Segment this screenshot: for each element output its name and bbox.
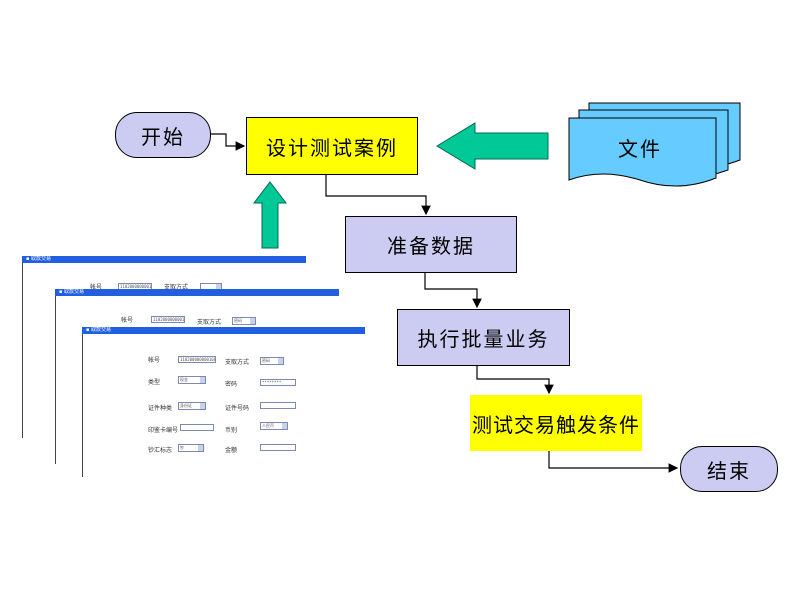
file-document-label-box: 文件 (600, 128, 680, 166)
start-label: 开始 (141, 124, 185, 149)
field-label-method: 支取方式 (164, 284, 189, 291)
field-select-method[interactable]: 密码 (260, 357, 284, 365)
form-window-front: ▪ 取款交易 帐号 1102000000001000 支取方式 密码 类型 现金… (82, 327, 365, 477)
file-label: 文件 (618, 136, 662, 161)
trigger-condition-label: 测试交易触发条件 (472, 412, 640, 437)
document-stack-shape (568, 102, 741, 187)
connector-start-to-design (211, 133, 246, 151)
field-select-type[interactable]: 现金 (178, 376, 206, 384)
trigger-condition-box: 测试交易触发条件 (470, 395, 642, 451)
connector-design-to-prepare (325, 175, 431, 216)
end-terminal: 结束 (680, 446, 778, 492)
start-terminal: 开始 (115, 112, 211, 158)
field-select-currency[interactable]: 人民币 (260, 422, 288, 430)
window-edge (82, 334, 83, 477)
form-window-titlebar: ▪ 取款交易 (55, 289, 339, 296)
block-arrow-from-file (436, 122, 549, 170)
end-label: 结束 (707, 458, 751, 483)
field-label-card: 印鉴卡编号 (148, 427, 179, 434)
execute-batch-label: 执行批量业务 (417, 327, 550, 351)
field-label-currency: 币别 (225, 427, 238, 434)
form-window-titlebar: ▪ 取款交易 (82, 327, 365, 334)
field-label-account: 帐号 (121, 317, 134, 324)
window-edge (55, 296, 56, 464)
form-window-titlebar: ▪ 取款交易 (22, 256, 306, 263)
field-label-account: 帐号 (90, 284, 103, 291)
field-label-cashflag: 钞汇标志 (148, 447, 173, 454)
field-label-idtype: 证件种类 (148, 405, 173, 412)
field-input-password[interactable]: ******** (260, 379, 296, 386)
prepare-data-label: 准备数据 (387, 234, 475, 258)
field-input-amount[interactable] (260, 444, 296, 451)
window-title: 取款交易 (90, 327, 111, 333)
field-select-idtype[interactable]: 身份证 (178, 402, 206, 410)
design-test-case-label: 设计测试案例 (266, 135, 398, 160)
field-select-method[interactable]: 密码 (232, 317, 256, 325)
field-label-password: 密码 (225, 381, 238, 388)
field-select-cashflag[interactable]: 钞 (178, 444, 204, 452)
field-input-account[interactable]: 1102000000001000 (151, 316, 185, 323)
field-input-idno[interactable] (260, 402, 296, 409)
prepare-data-box: 准备数据 (345, 216, 517, 273)
window-title: 取款交易 (30, 256, 51, 262)
window-edge (22, 263, 23, 438)
field-label-method: 支取方式 (197, 319, 222, 326)
field-label-idno: 证件号码 (225, 405, 250, 412)
window-title: 取款交易 (63, 289, 84, 295)
field-input-card[interactable] (180, 424, 214, 431)
design-test-case-box: 设计测试案例 (246, 117, 418, 175)
connector-trigger-to-end (548, 450, 679, 473)
block-arrow-from-screens (252, 181, 288, 249)
connector-prepare-to-execute (424, 273, 482, 309)
field-label-amount: 金额 (225, 447, 238, 454)
field-label-type: 类型 (148, 379, 161, 386)
field-label-method: 支取方式 (225, 359, 250, 366)
connector-execute-to-trigger (476, 366, 554, 395)
field-input-account[interactable]: 1102000000001000 (178, 356, 216, 363)
execute-batch-box: 执行批量业务 (397, 309, 570, 366)
field-label-account: 帐号 (148, 357, 161, 364)
